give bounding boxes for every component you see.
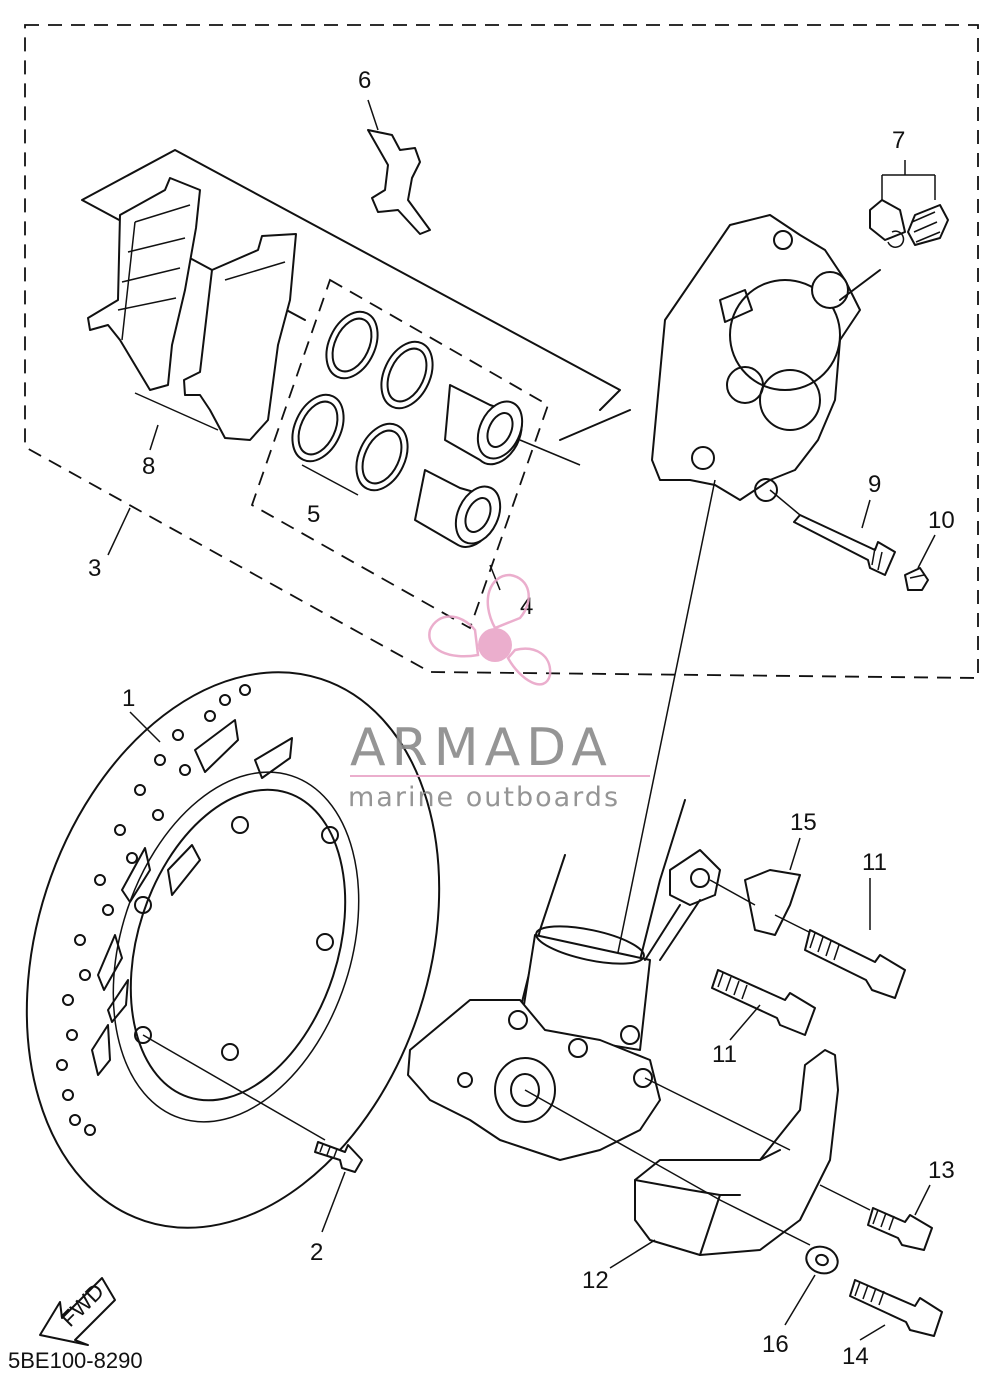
- callout-5: 5: [307, 501, 320, 528]
- caliper-assembly-boundary: [24, 24, 979, 679]
- bleed-screw-leader: [881, 160, 936, 200]
- pad-pin: [793, 514, 896, 576]
- hose-guide-axis: [709, 879, 816, 936]
- brake-disc: [25, 671, 441, 1229]
- callout-10: 10: [928, 507, 955, 534]
- callout-11a: 11: [862, 849, 887, 876]
- propeller-logo-icon: [428, 573, 552, 686]
- brake-pad-outer: [183, 233, 297, 441]
- pad-leader: [134, 392, 219, 431]
- callout-15: 15: [790, 809, 817, 836]
- callout-9: 9: [868, 471, 881, 498]
- pad-spring: [367, 129, 431, 235]
- bolt-hose-guide: [804, 929, 906, 999]
- diagram-code: 5BE100-8290: [8, 1348, 143, 1373]
- watermark-brand: ARMADA: [350, 718, 613, 778]
- bolt-cover-upper: [867, 1207, 933, 1251]
- bolt-cover-lower: [849, 1279, 943, 1337]
- callout-7: 7: [892, 127, 905, 154]
- cover-axis: [524, 1089, 811, 1246]
- disc-cover: [634, 1049, 839, 1256]
- callout-8: 8: [142, 453, 155, 480]
- seal-leader: [301, 464, 359, 496]
- piston-seals: [291, 310, 434, 492]
- caliper-mount-line: [599, 479, 716, 1041]
- cover-axis-2: [644, 1077, 871, 1211]
- callout-1: 1: [122, 685, 135, 712]
- brake-caliper-body: [651, 214, 881, 502]
- hose-guide: [744, 869, 801, 936]
- callout-16: 16: [762, 1331, 789, 1358]
- hose-bracket: [644, 849, 721, 961]
- watermark-tagline: marine outboards: [348, 782, 620, 813]
- callout-6: 6: [358, 67, 371, 94]
- caliper-pistons: [414, 384, 524, 548]
- callout-2: 2: [310, 1239, 323, 1266]
- callout-13: 13: [928, 1157, 955, 1184]
- piston-axis: [519, 439, 581, 466]
- bolt-fork-mount: [711, 969, 816, 1036]
- disc-bolt-axis: [142, 1034, 326, 1141]
- pad-pin-axis: [769, 489, 801, 516]
- collar: [805, 1245, 839, 1275]
- callout-3: 3: [88, 555, 101, 582]
- seal-kit-boundary: [250, 278, 550, 630]
- armada-watermark: ARMADA marine outboards: [348, 573, 650, 813]
- callout-14: 14: [842, 1343, 869, 1370]
- callout-12: 12: [582, 1267, 609, 1294]
- forward-direction-arrow: FWD: [39, 1277, 116, 1346]
- front-fork-leg: [407, 799, 686, 1161]
- bleed-screw: [869, 199, 949, 248]
- callout-leaders: [107, 99, 936, 1341]
- callout-11b: 11: [712, 1041, 737, 1068]
- pin-plug: [904, 567, 929, 591]
- disc-bolt: [314, 1141, 363, 1173]
- brake-pad-inner: [87, 177, 201, 391]
